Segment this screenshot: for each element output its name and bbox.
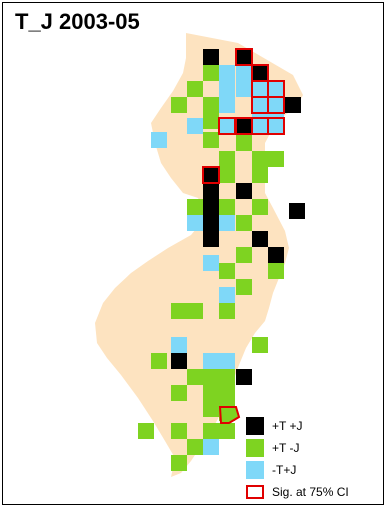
grid-cell [203,167,219,183]
grid-cell [187,369,203,385]
legend-item-pos-t-pos-j: +T +J [246,415,349,437]
grid-cell [203,255,219,271]
grid-cell [151,353,167,369]
grid-cell [289,203,305,219]
grid-cell [171,97,187,113]
grid-cell [203,369,219,385]
grid-cell [203,215,219,231]
grid-cell [268,247,284,263]
legend-swatch-green [246,439,264,457]
grid-cell [187,118,203,134]
legend-swatch-blue [246,461,264,479]
grid-cell [236,49,252,65]
grid-cell [203,423,219,439]
grid-cell [187,215,203,231]
legend-label: -T+J [272,463,297,477]
grid-cell [203,199,219,215]
grid-cell [236,247,252,263]
grid-cell [187,303,203,319]
map-frame: T_J 2003-05 +T +J +T -J -T+J Sig. at 75%… [2,2,384,505]
legend-swatch-black [246,417,264,435]
grid-cell [252,97,268,113]
grid-cell [203,353,219,369]
grid-cell [151,132,167,148]
grid-cell [268,118,284,134]
grid-cell [268,81,284,97]
grid-cell [252,151,268,167]
grid-cell [236,118,252,134]
grid-cell [171,385,187,401]
grid-cell [187,199,203,215]
grid-cell [268,263,284,279]
grid-cell [219,118,235,134]
grid-cell [219,199,235,215]
grid-cell [268,151,284,167]
grid-cell [236,215,252,231]
legend-item-pos-t-neg-j: +T -J [246,437,349,459]
grid-cell [219,353,235,369]
legend-label: Sig. at 75% CI [272,485,349,499]
grid-cell [236,369,252,385]
grid-cell [203,231,219,247]
map-legend: +T +J +T -J -T+J Sig. at 75% CI [246,415,349,503]
significant-coastal-cell [218,406,241,424]
grid-cell [219,151,235,167]
grid-cell [236,183,252,199]
grid-cell [187,439,203,455]
new-jersey-map [95,33,305,477]
grid-cell [203,183,219,199]
significant-cell-outline [267,117,285,135]
grid-cell [203,385,219,401]
significant-cell-outline [251,80,269,98]
grid-cell [252,81,268,97]
grid-cell [252,337,268,353]
legend-label: +T +J [272,419,303,433]
grid-cell [219,369,235,385]
grid-cell [203,65,219,81]
legend-label: +T -J [272,441,300,455]
grid-cell [252,231,268,247]
grid-cells [138,48,305,471]
grid-cell [268,97,284,113]
significant-cell-outline [202,166,220,184]
grid-cell [236,65,252,81]
grid-cell [219,97,235,113]
grid-cell [219,263,235,279]
legend-item-neg-t-pos-j: -T+J [246,459,349,481]
legend-swatch-red-outline [246,485,264,499]
grid-cell [187,81,203,97]
grid-cell [171,423,187,439]
grid-cell [219,423,235,439]
grid-cell [171,353,187,369]
grid-cell [203,97,219,113]
grid-cell [203,113,219,129]
grid-cell [219,303,235,319]
grid-cell [219,81,235,97]
grid-cell [252,199,268,215]
grid-cell [236,135,252,151]
grid-cell [171,303,187,319]
grid-cell [203,49,219,65]
grid-cell [219,287,235,303]
grid-cell [236,81,252,97]
grid-cell [203,132,219,148]
grid-cell [203,401,219,417]
grid-cell [285,97,301,113]
grid-cell [252,65,268,81]
significant-cell-outline [235,48,253,66]
grid-cell [252,167,268,183]
grid-cell [219,215,235,231]
grid-cell [219,167,235,183]
map-title: T_J 2003-05 [15,9,140,34]
grid-cell [219,65,235,81]
grid-cell [138,423,154,439]
grid-cell [252,118,268,134]
grid-cell [203,439,219,455]
legend-item-significance: Sig. at 75% CI [246,481,349,503]
grid-cell [219,385,235,401]
grid-cell [171,455,187,471]
grid-cell [171,337,187,353]
grid-cell [236,279,252,295]
